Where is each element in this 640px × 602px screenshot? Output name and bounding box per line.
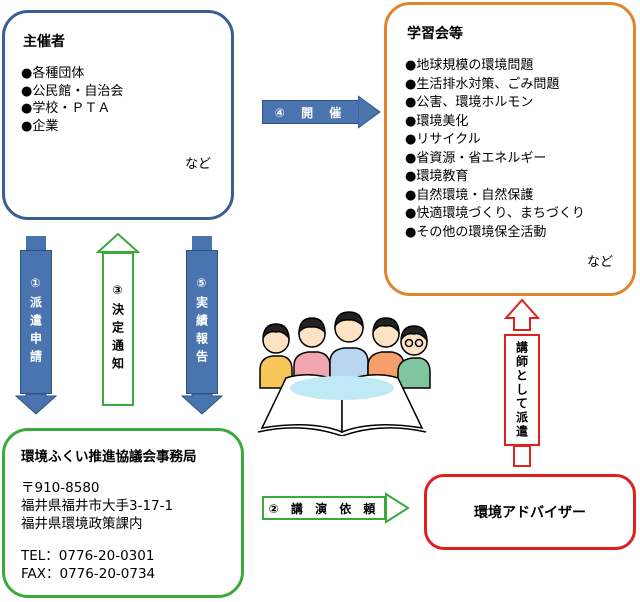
- dispatch-arrow-stem: [513, 446, 531, 467]
- step2-label: ② 講 演 依 頼: [268, 501, 380, 516]
- study-sessions-title: 学習会等: [407, 26, 463, 42]
- list-item: その他の環境保全活動: [405, 224, 585, 243]
- office-tel: TEL：0776-20-0301: [21, 548, 155, 564]
- list-item: 環境美化: [405, 113, 585, 132]
- list-item: 学校・ＰＴＡ: [21, 100, 123, 118]
- list-item: 各種団体: [21, 65, 123, 83]
- organizers-etc: など: [185, 157, 212, 172]
- step1-arrow-body: ①派遣申請: [20, 250, 52, 394]
- dispatch-arrow: 講師として派遣: [500, 298, 544, 474]
- advisor-label: 環境アドバイザー: [474, 505, 586, 521]
- office-title: 環境ふくい推進協議会事務局: [21, 449, 197, 465]
- step1-arrow-top: [26, 236, 46, 250]
- list-item: 自然環境・自然保護: [405, 187, 585, 206]
- people-illustration-icon: [257, 311, 431, 437]
- list-item: 地球規模の環境問題: [405, 57, 585, 76]
- list-item: 公民館・自治会: [21, 83, 123, 101]
- list-item: 快適環境づくり、まちづくり: [405, 205, 584, 224]
- office-address-block: 〒910-8580 福井県福井市大手3-17-1 福井県環境政策課内: [21, 479, 173, 533]
- office-address: 福井県福井市大手3-17-1: [21, 498, 174, 514]
- study-sessions-etc: など: [587, 255, 614, 270]
- step2-arrowhead: [385, 492, 410, 524]
- step5-arrowhead: [180, 394, 224, 415]
- step1-label: ①派遣申請: [28, 276, 43, 368]
- dispatch-arrowhead: [503, 298, 541, 331]
- organizers-list: 各種団体 公民館・自治会 学校・ＰＴＡ 企業: [21, 65, 123, 135]
- step5-arrow-top: [192, 236, 212, 250]
- list-item: 省資源・省エネルギー: [405, 150, 585, 169]
- office-box: 環境ふくい推進協議会事務局 〒910-8580 福井県福井市大手3-17-1 福…: [2, 428, 244, 598]
- office-fax: FAX：0776-20-0734: [21, 566, 156, 582]
- step4-arrowhead: [358, 95, 381, 129]
- organizers-box: 主催者 各種団体 公民館・自治会 学校・ＰＴＡ 企業 など: [2, 10, 234, 220]
- office-department: 福井県環境政策課内: [21, 516, 143, 532]
- step5-arrow-body: ⑤実績報告: [186, 250, 218, 394]
- step1-arrowhead: [14, 394, 58, 415]
- list-item: 生活排水対策、ごみ問題: [405, 76, 585, 95]
- list-item: リサイクル: [405, 131, 585, 150]
- office-contact-block: TEL：0776-20-0301 FAX：0776-20-0734: [21, 547, 155, 583]
- list-item: 公害、環境ホルモン: [405, 94, 585, 113]
- step3-arrowhead: [96, 232, 140, 253]
- step4-label: ④ 開 催: [274, 105, 348, 120]
- step1-arrow: ①派遣申請: [14, 236, 58, 416]
- people-reading-illustration: [252, 308, 432, 437]
- organizers-title: 主催者: [23, 34, 65, 50]
- dispatch-label: 講師として派遣: [514, 341, 529, 439]
- step3-arrow: ③決定通知: [96, 232, 140, 412]
- office-postal: 〒910-8580: [21, 480, 100, 496]
- study-sessions-list: 地球規模の環境問題 生活排水対策、ごみ問題 公害、環境ホルモン 環境美化 リサイ…: [405, 57, 585, 243]
- study-sessions-box: 学習会等 地球規模の環境問題 生活排水対策、ごみ問題 公害、環境ホルモン 環境美…: [384, 2, 636, 296]
- list-item: 環境教育: [405, 168, 585, 187]
- step5-arrow: ⑤実績報告: [180, 236, 224, 416]
- step3-arrow-body: ③決定通知: [102, 252, 134, 406]
- list-item: 企業: [21, 118, 123, 136]
- step5-label: ⑤実績報告: [194, 276, 209, 368]
- dispatch-arrow-body: 講師として派遣: [504, 334, 540, 446]
- step3-label: ③決定通知: [110, 283, 125, 375]
- step4-arrow-body: ④ 開 催: [262, 100, 360, 124]
- step2-arrow-body: ② 講 演 依 頼: [262, 496, 386, 520]
- step2-arrow: ② 講 演 依 頼: [262, 490, 412, 526]
- step4-arrow: ④ 開 催: [262, 92, 381, 132]
- advisor-box: 環境アドバイザー: [424, 474, 636, 550]
